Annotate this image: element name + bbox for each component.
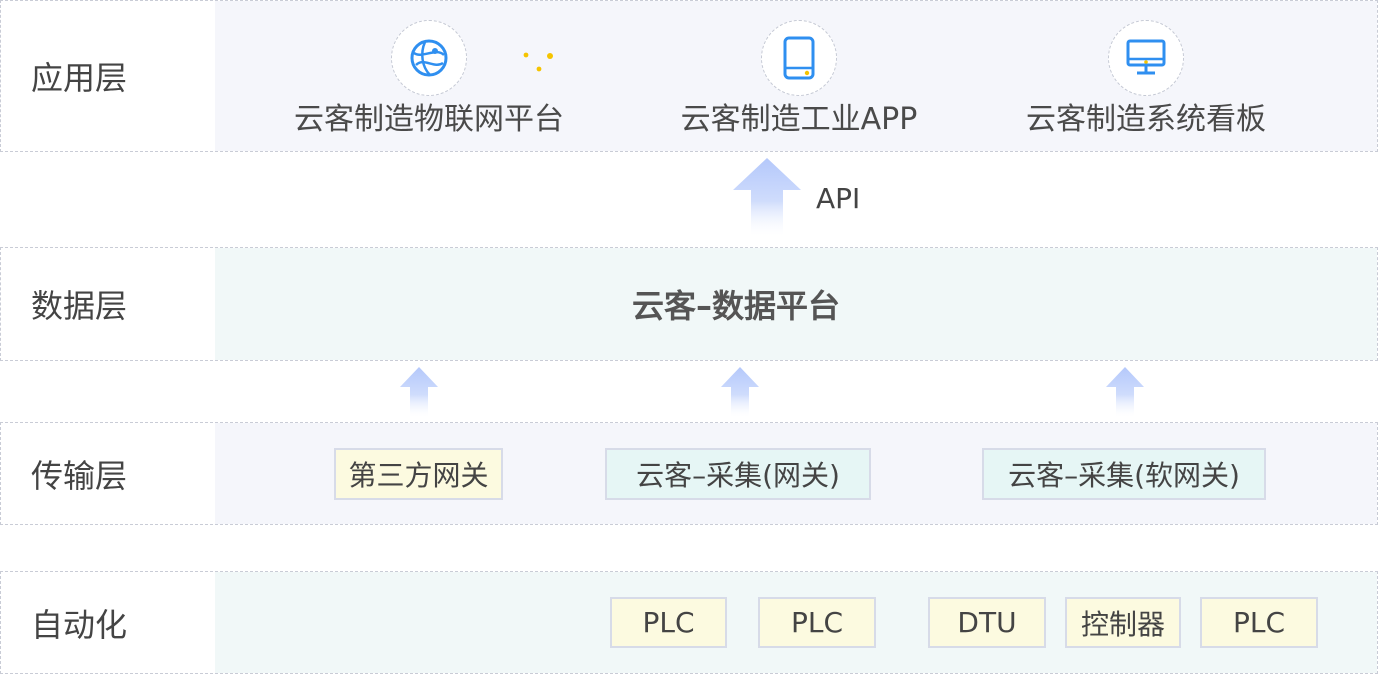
app-iot-platform-label: 云客制造物联网平台 (294, 102, 564, 137)
tablet-icon (761, 20, 837, 96)
gateway-yunke-soft[interactable]: 云客–采集(软网关) (982, 448, 1266, 500)
sparkle-dots-icon (523, 52, 553, 72)
globe-icon (391, 20, 467, 96)
app-system-dashboard[interactable]: 云客制造系统看板 (986, 0, 1306, 150)
data-layer: 数据层 云客–数据平台 (0, 247, 1378, 361)
transport-layer-label: 传输层 (1, 423, 215, 524)
device-plc[interactable]: PLC (1200, 597, 1318, 648)
gateway-yunke-collect[interactable]: 云客–采集(网关) (605, 448, 871, 500)
data-platform-title: 云客–数据平台 (631, 287, 840, 325)
api-label: API (816, 182, 861, 215)
up-arrow-icon (400, 367, 438, 417)
up-arrow-icon (721, 367, 759, 417)
data-layer-body: 云客–数据平台 (215, 248, 1377, 360)
device-controller[interactable]: 控制器 (1065, 597, 1181, 648)
device-plc[interactable]: PLC (610, 597, 727, 648)
app-iot-platform[interactable]: 云客制造物联网平台 (269, 0, 589, 150)
app-industrial-app-label: 云客制造工业APP (680, 102, 918, 137)
data-layer-label: 数据层 (1, 248, 215, 360)
up-arrow-icon (1106, 367, 1144, 417)
device-plc[interactable]: PLC (758, 597, 876, 648)
device-dtu[interactable]: DTU (928, 597, 1046, 648)
api-up-arrow-icon (733, 158, 801, 236)
gateway-third-party[interactable]: 第三方网关 (334, 448, 503, 500)
app-industrial-app[interactable]: 云客制造工业APP (639, 0, 959, 150)
application-layer-label: 应用层 (1, 1, 215, 151)
monitor-icon (1108, 20, 1184, 96)
automation-layer-label: 自动化 (1, 572, 215, 673)
app-system-dashboard-label: 云客制造系统看板 (1026, 102, 1266, 137)
